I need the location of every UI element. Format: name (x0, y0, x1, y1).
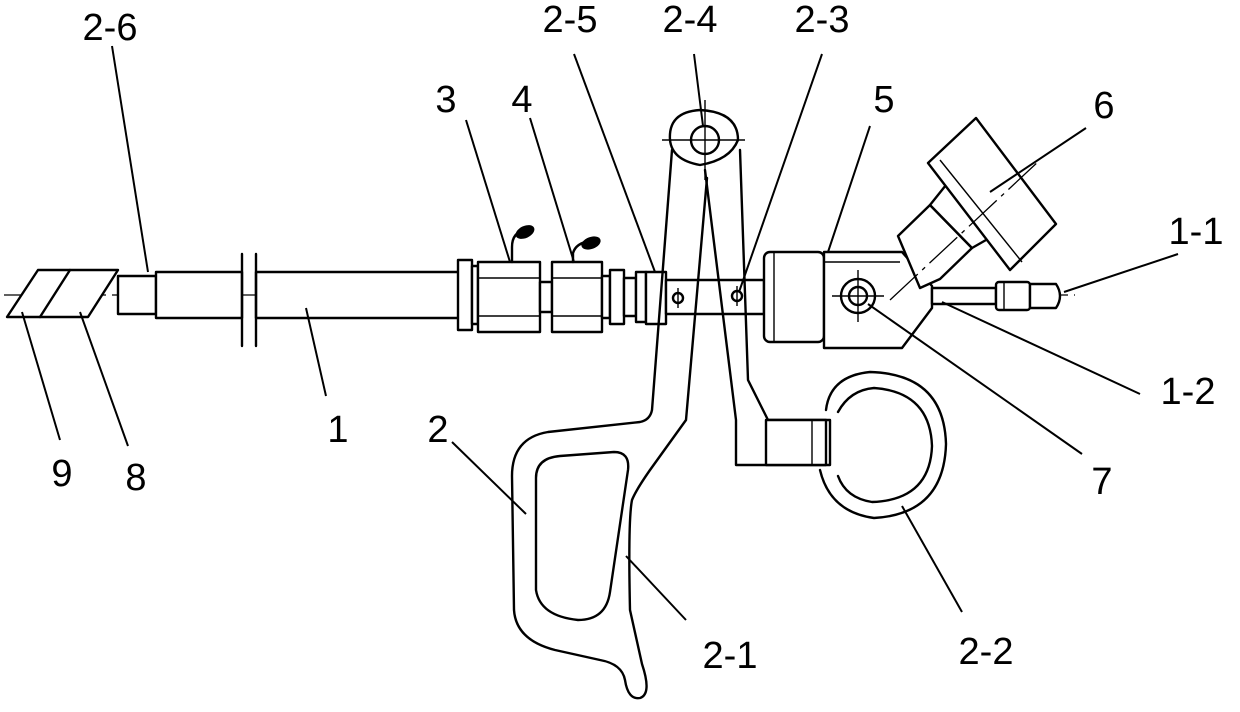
label-2: 2 (427, 411, 448, 449)
label-2-1: 2-1 (703, 637, 758, 675)
pivot-2-4 (662, 100, 745, 180)
label-1: 1 (327, 411, 348, 449)
label-2-4: 2-4 (663, 1, 718, 39)
angled-cap-6 (890, 118, 1056, 300)
inner-shaft (666, 280, 764, 314)
connector-3 (478, 222, 540, 332)
label-2-6: 2-6 (83, 9, 138, 47)
label-1-2: 1-2 (1161, 373, 1216, 411)
label-5: 5 (873, 81, 894, 119)
flange (458, 260, 472, 330)
label-6: 6 (1093, 87, 1114, 125)
label-9: 9 (51, 455, 72, 493)
neck-2-6 (118, 276, 156, 314)
connector-4 (552, 234, 602, 332)
label-3: 3 (435, 81, 456, 119)
handle-front (512, 150, 707, 698)
label-2-3: 2-3 (795, 1, 850, 39)
label-2-2: 2-2 (959, 633, 1014, 671)
tube-1 (156, 254, 461, 346)
label-8: 8 (125, 459, 146, 497)
label-1-1: 1-1 (1169, 213, 1224, 251)
tip-assembly (7, 270, 118, 317)
label-4: 4 (511, 81, 532, 119)
label-2-5: 2-5 (543, 1, 598, 39)
label-7: 7 (1091, 463, 1112, 501)
